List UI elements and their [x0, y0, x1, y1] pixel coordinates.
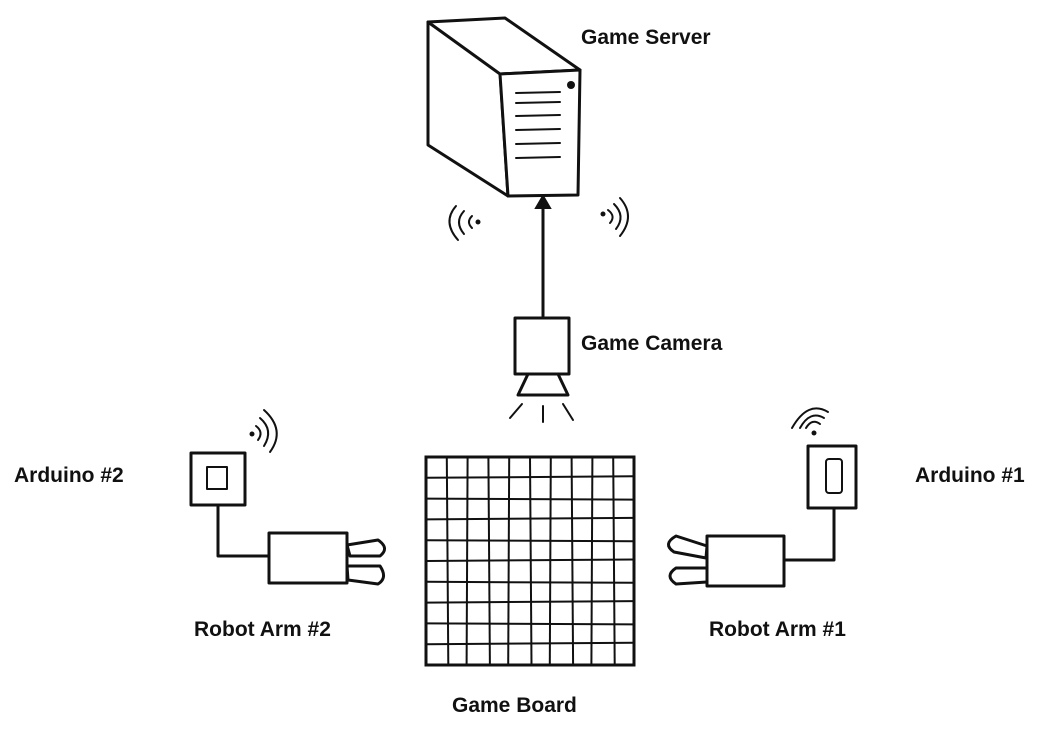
grid-line-horizontal: [425, 516, 635, 521]
grid-line-horizontal: [425, 497, 635, 501]
arduino-2-wifi-icon: [249, 409, 278, 453]
arduino-1-wire: [782, 506, 836, 562]
robot-arm-1-label: Robot Arm #1: [709, 618, 846, 641]
robot-arm-2-label: Robot Arm #2: [194, 618, 331, 641]
server-wifi-right-icon: [600, 197, 629, 237]
camera-to-server-arrow: [534, 194, 552, 318]
game-server-label: Game Server: [581, 26, 711, 49]
grid-line-horizontal: [425, 622, 635, 626]
game-board-label: Game Board: [452, 694, 577, 717]
grid-line-horizontal: [425, 558, 635, 562]
arduino-2-icon: [189, 451, 247, 507]
grid-line-horizontal: [425, 641, 635, 646]
game-camera-icon: [509, 316, 574, 423]
grid-line-horizontal: [425, 539, 635, 543]
grid-line-vertical: [590, 456, 594, 666]
grid-line-horizontal: [425, 475, 635, 479]
robot-arm-1-icon: [667, 534, 786, 588]
game-camera-label: Game Camera: [581, 332, 723, 355]
grid-line-horizontal: [425, 580, 635, 584]
arduino-1-icon: [806, 444, 858, 510]
grid-line-vertical: [612, 456, 616, 666]
grid-line-vertical: [570, 456, 575, 666]
grid-line-horizontal: [425, 600, 635, 604]
arduino-1-label: Arduino #1: [915, 464, 1025, 487]
server-wifi-left-icon: [448, 205, 481, 241]
arduino-2-label: Arduino #2: [14, 464, 124, 487]
arduino-1-wifi-icon: [791, 407, 829, 436]
robot-arm-2-icon: [267, 531, 386, 586]
game-server-icon: [426, 16, 582, 198]
arduino-2-wire: [216, 503, 272, 558]
game-board-grid: [424, 455, 636, 667]
